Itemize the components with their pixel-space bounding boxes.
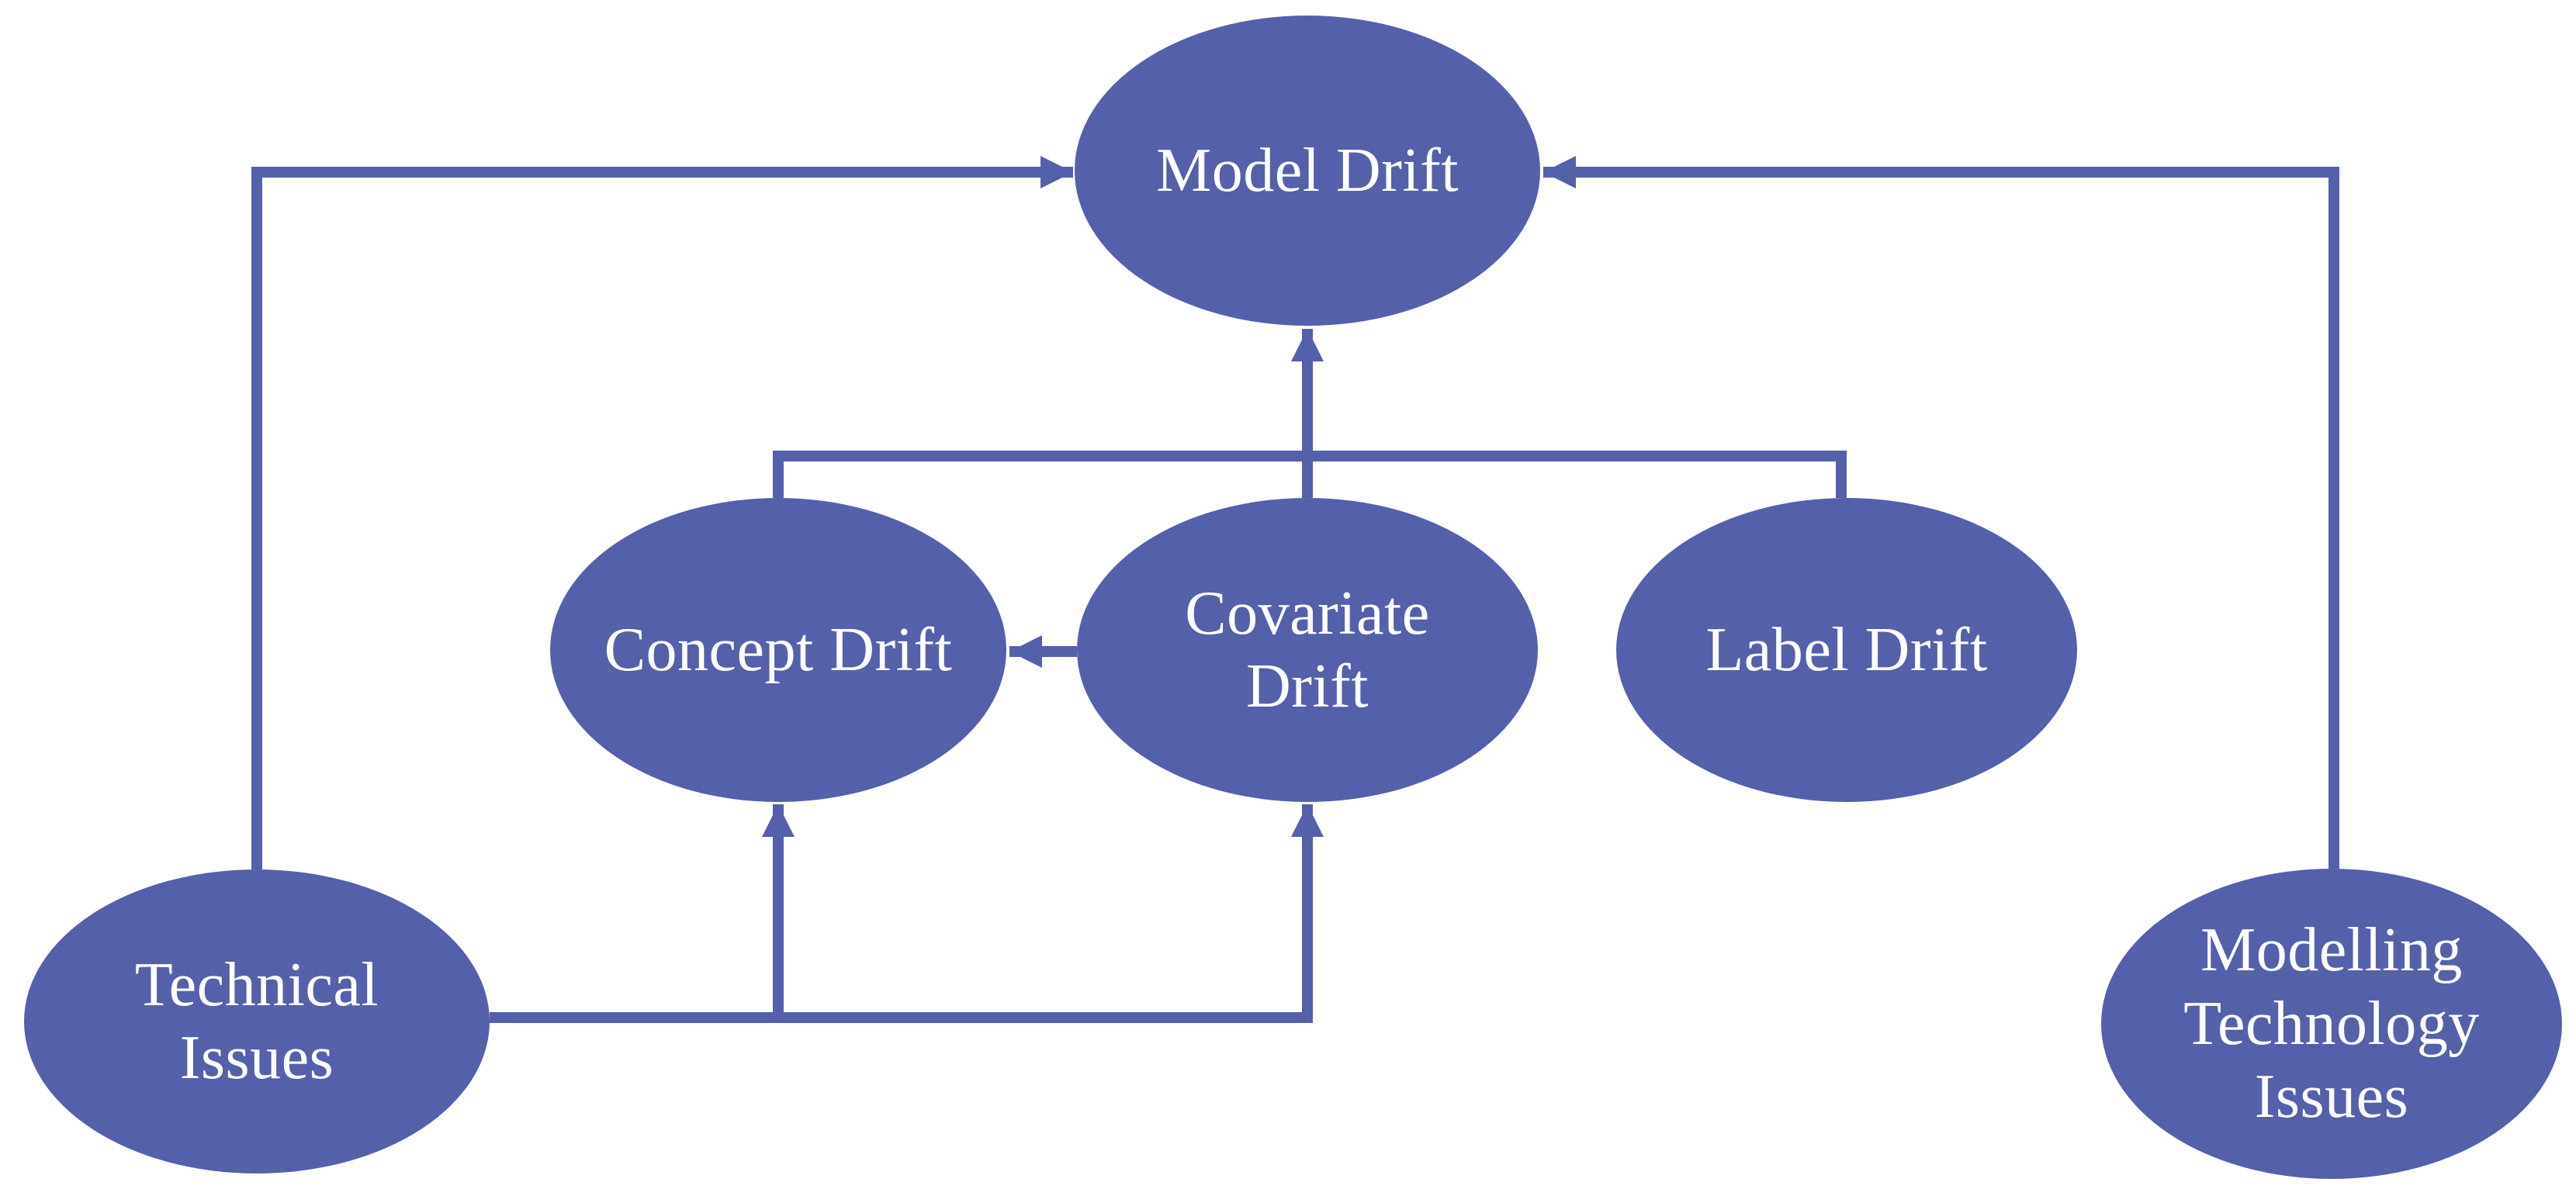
edge-modelling-technology-issues-to-model-drift bbox=[1543, 156, 2339, 869]
node-label-drift: Label Drift bbox=[1616, 498, 2077, 802]
node-modelling-technology-issues-label: Modelling Technology Issues bbox=[2183, 916, 2480, 1132]
node-covariate-drift-label: Covariate Drift bbox=[1185, 579, 1430, 721]
node-model-drift-label: Model Drift bbox=[1156, 136, 1459, 205]
edge-technical-issues-to-model-drift bbox=[251, 156, 1073, 869]
node-modelling-technology-issues: Modelling Technology Issues bbox=[2101, 869, 2562, 1179]
node-concept-drift-label: Concept Drift bbox=[604, 615, 953, 684]
node-technical-issues-label: Technical Issues bbox=[134, 950, 379, 1092]
edge-technical-issues-to-covariate-drift bbox=[490, 804, 1324, 1023]
node-technical-issues: Technical Issues bbox=[24, 869, 490, 1174]
node-covariate-drift: Covariate Drift bbox=[1077, 498, 1538, 802]
node-concept-drift: Concept Drift bbox=[550, 498, 1006, 802]
node-label-drift-label: Label Drift bbox=[1705, 615, 1988, 684]
node-model-drift: Model Drift bbox=[1075, 16, 1540, 326]
